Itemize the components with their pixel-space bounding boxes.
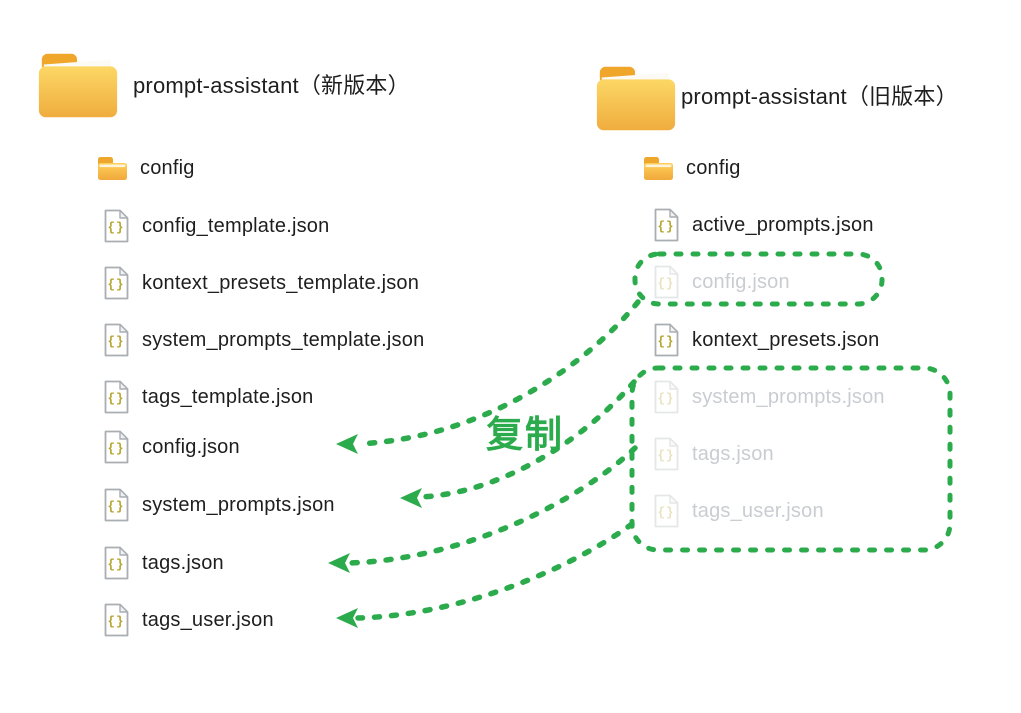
file-name: kontext_presets.json [692, 328, 880, 351]
file-row-config-template: config_template.json [103, 208, 329, 244]
json-file-icon [103, 380, 130, 414]
file-row-config-json-new: config.json [103, 429, 240, 465]
copy-arrow-tags-json [347, 445, 638, 566]
file-name: system_prompts_template.json [142, 328, 425, 351]
json-file-icon [103, 488, 130, 522]
json-file-icon [653, 494, 680, 528]
json-file-icon [653, 437, 680, 471]
file-name: active_prompts.json [692, 213, 874, 236]
file-row-kontext-presets-template: kontext_presets_template.json [103, 265, 419, 301]
file-name: config_template.json [142, 214, 330, 237]
file-name: system_prompts.json [692, 385, 885, 408]
file-name: tags.json [142, 551, 224, 574]
folder-icon [643, 155, 674, 181]
left-folder-row-config: config [97, 150, 195, 186]
file-row-config-json-old-faded: config.json [653, 264, 790, 300]
arrowhead-config-json [336, 434, 358, 454]
json-file-icon [103, 209, 130, 243]
right-folder-row-config: config [643, 150, 741, 186]
big-folder-icon-new [34, 46, 122, 124]
folder-name: config [686, 156, 741, 179]
file-row-system-prompts-json-new: system_prompts.json [103, 487, 335, 523]
arrowhead-tags-json [328, 553, 350, 573]
file-row-active-prompts-json: active_prompts.json [653, 207, 874, 243]
json-file-icon [103, 266, 130, 300]
file-name: config.json [142, 435, 240, 458]
left-panel-title: prompt-assistant（新版本） [133, 73, 410, 98]
file-row-kontext-presets-json: kontext_presets.json [653, 322, 879, 358]
json-file-icon [103, 546, 130, 580]
copy-annotation-label: 复制 [486, 414, 564, 455]
json-file-icon [653, 323, 680, 357]
file-row-tags-json-old-faded: tags.json [653, 436, 774, 472]
file-name: config.json [692, 270, 790, 293]
file-row-system-prompts-template: system_prompts_template.json [103, 322, 424, 358]
json-file-icon [103, 430, 130, 464]
file-row-tags-user-json-new: tags_user.json [103, 602, 274, 638]
json-file-icon [653, 380, 680, 414]
file-row-tags-user-json-old-faded: tags_user.json [653, 493, 824, 529]
json-file-icon [103, 603, 130, 637]
file-row-tags-template: tags_template.json [103, 379, 313, 415]
folder-icon [97, 155, 128, 181]
copy-arrow-tags-user-json [355, 521, 635, 621]
file-name: kontext_presets_template.json [142, 271, 420, 294]
json-file-icon [653, 265, 680, 299]
folder-name: config [140, 156, 195, 179]
file-name: tags_template.json [142, 385, 314, 408]
arrowhead-system-prompts-json [400, 488, 422, 508]
json-file-icon [103, 323, 130, 357]
file-row-tags-json-new: tags.json [103, 545, 224, 581]
json-file-icon [653, 208, 680, 242]
file-name: tags.json [692, 442, 774, 465]
file-name: tags_user.json [142, 608, 274, 631]
big-folder-icon-old [592, 59, 680, 137]
file-name: tags_user.json [692, 499, 824, 522]
arrowhead-tags-user-json [336, 608, 358, 628]
file-row-system-prompts-json-old-faded: system_prompts.json [653, 379, 885, 415]
file-name: system_prompts.json [142, 493, 335, 516]
right-panel-title: prompt-assistant（旧版本） [681, 84, 958, 109]
